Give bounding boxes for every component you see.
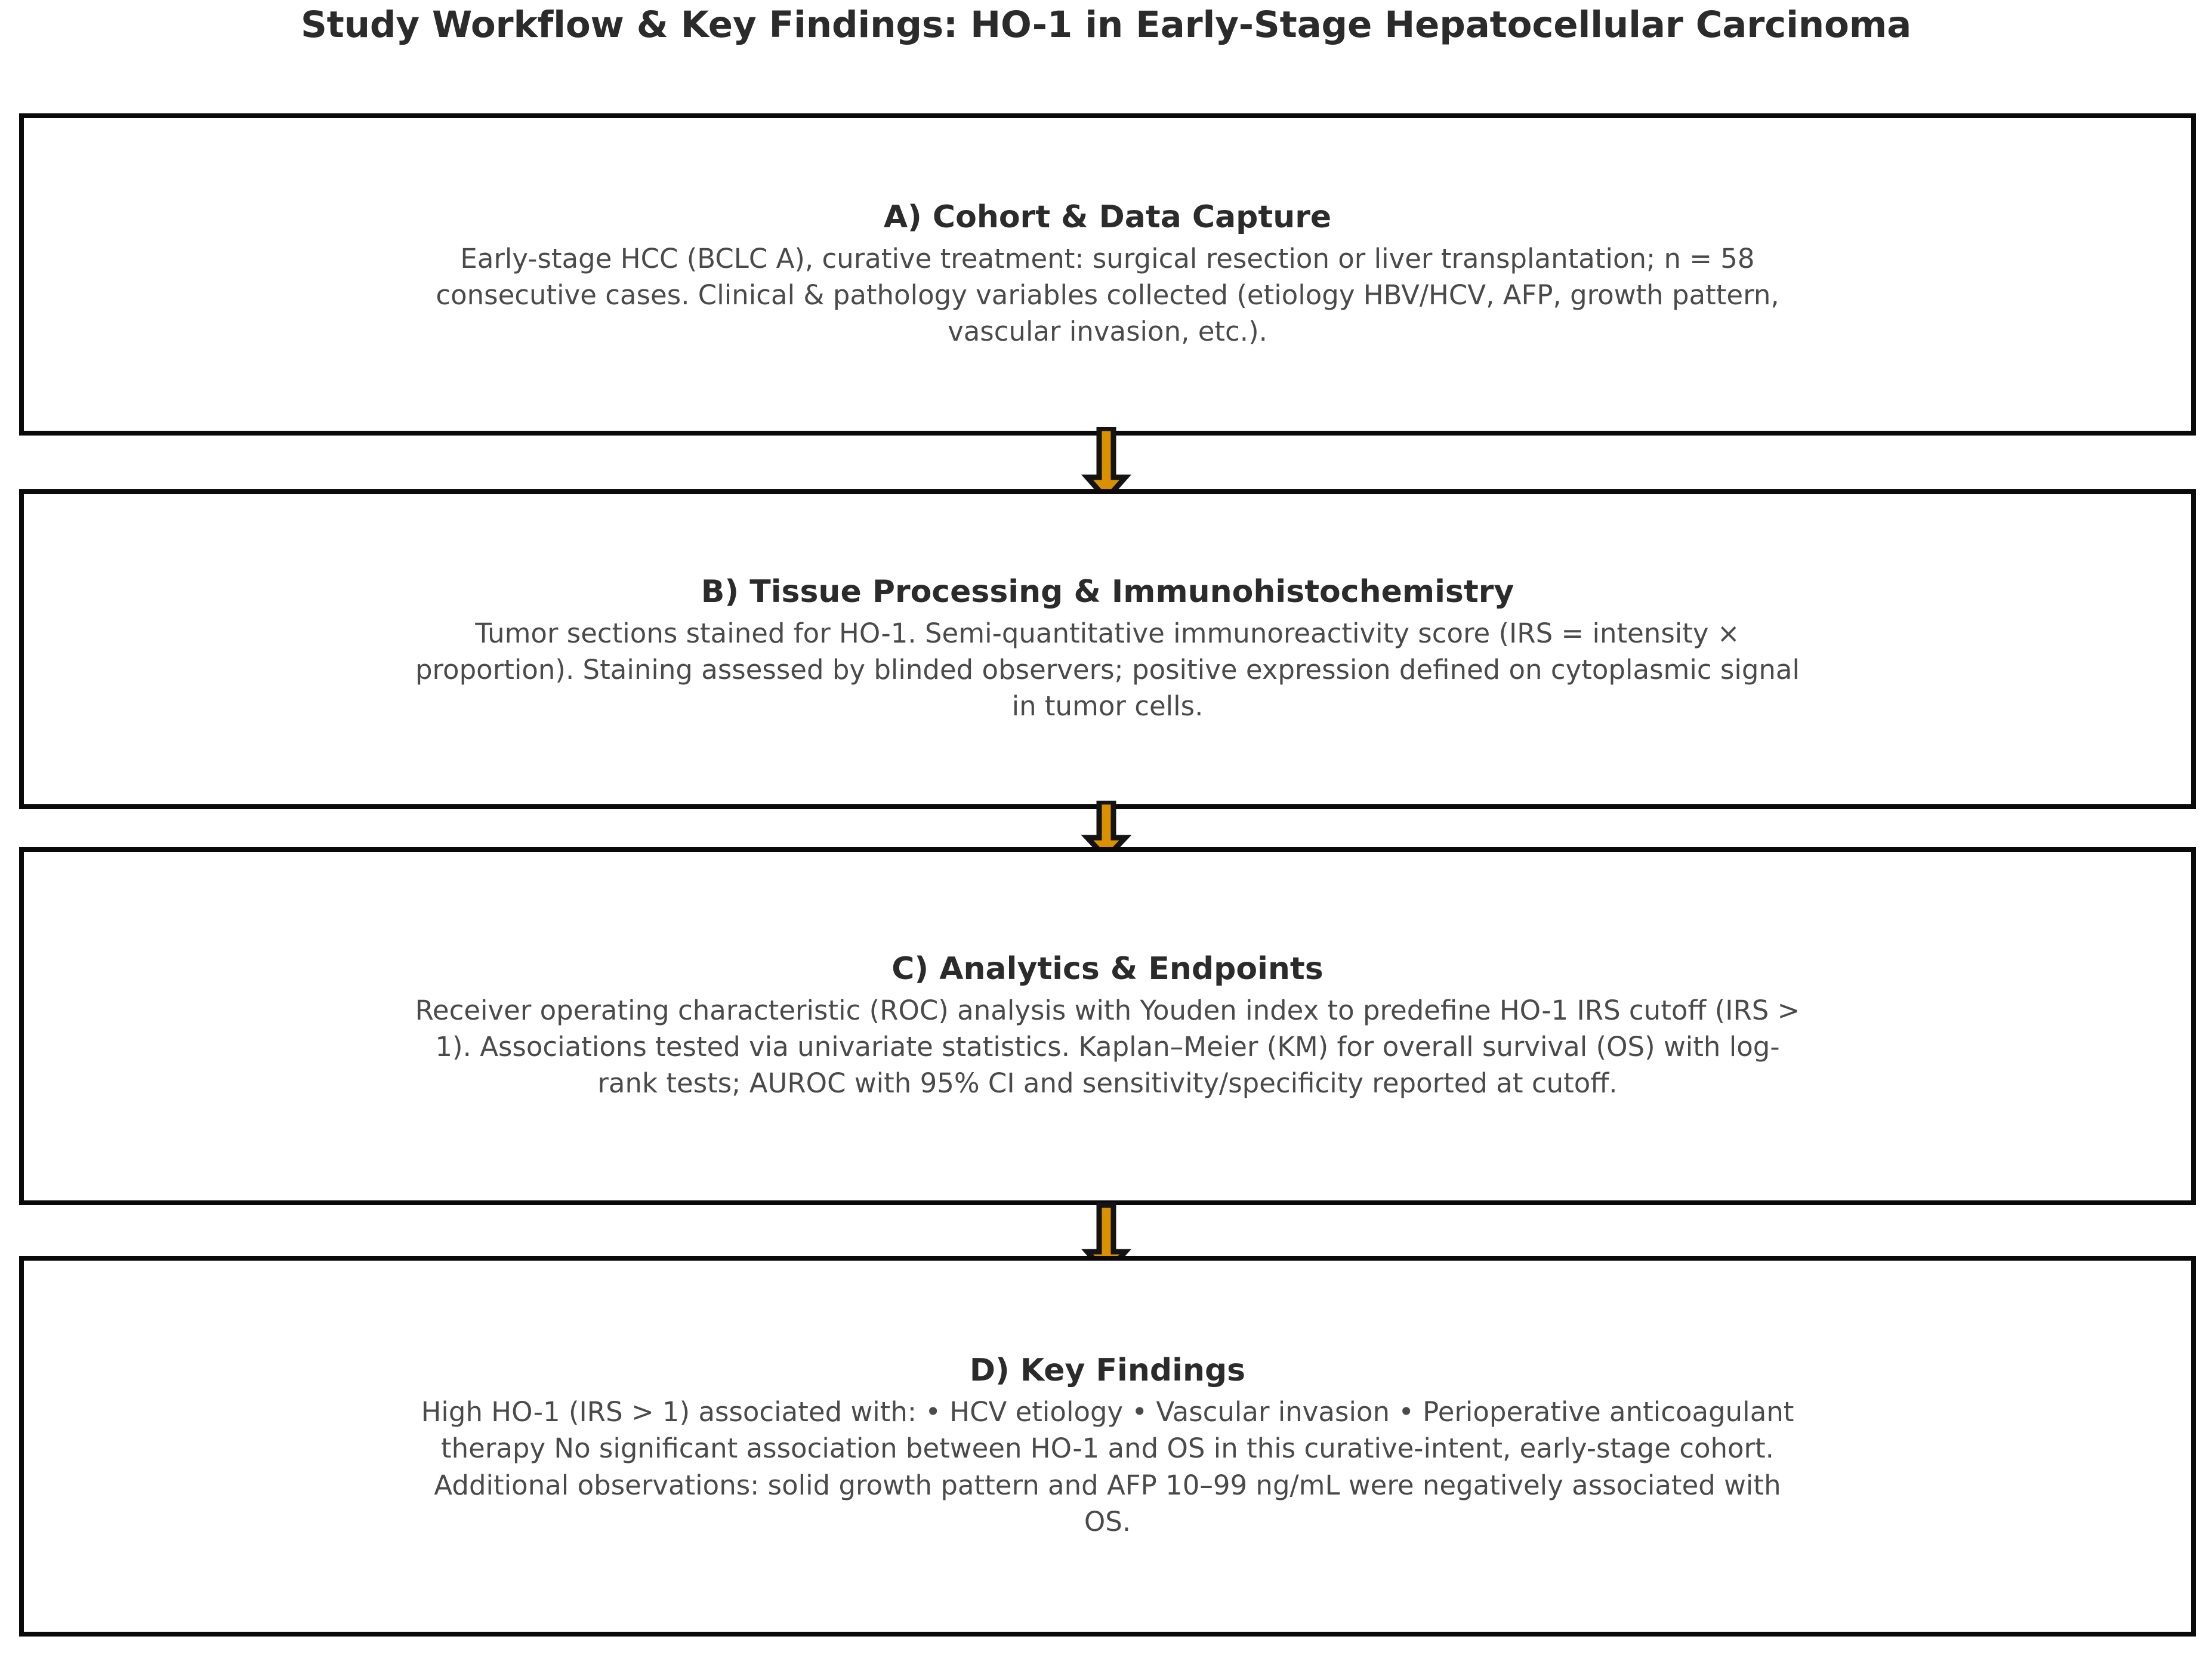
flow-node-c-heading: C) Analytics & Endpoints [891, 950, 1324, 987]
flow-node-c[interactable]: C) Analytics & Endpoints Receiver operat… [19, 847, 2196, 1205]
flow-node-b[interactable]: B) Tissue Processing & Immunohistochemis… [19, 489, 2196, 809]
flow-node-a-body: Early-stage HCC (BCLC A), curative treat… [436, 242, 1779, 348]
figure-title: Study Workflow & Key Findings: HO-1 in E… [300, 4, 1912, 46]
flow-node-a-heading: A) Cohort & Data Capture [883, 199, 1332, 235]
flow-node-c-body: Receiver operating characteristic (ROC) … [415, 994, 1800, 1100]
flow-node-d-body: High HO-1 (IRS > 1) associated with: • H… [421, 1396, 1794, 1537]
flow-node-d[interactable]: D) Key Findings High HO-1 (IRS > 1) asso… [19, 1256, 2196, 1637]
flow-node-b-body: Tumor sections stained for HO-1. Semi-qu… [415, 617, 1800, 723]
flow-node-a[interactable]: A) Cohort & Data Capture Early-stage HCC… [19, 113, 2196, 436]
flow-node-b-heading: B) Tissue Processing & Immunohistochemis… [701, 573, 1514, 610]
flow-node-d-heading: D) Key Findings [969, 1352, 1246, 1388]
